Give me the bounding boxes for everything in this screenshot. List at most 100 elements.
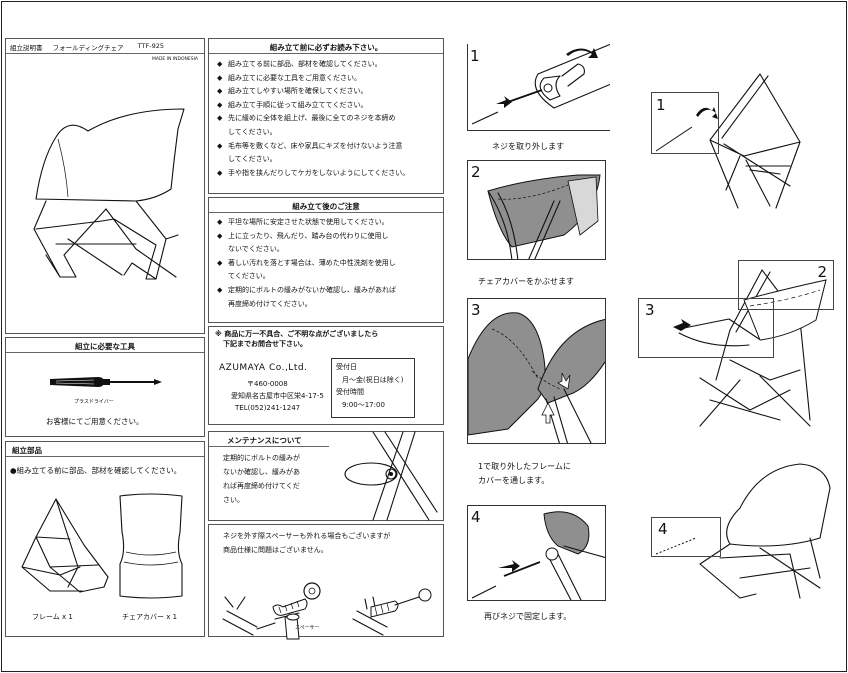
spacer-note-line-2: 商品仕様に問題はございません。 (223, 546, 328, 554)
right-step-1-inset (651, 92, 719, 154)
tool-name: プラスドライバー (74, 399, 114, 405)
step-3-caption-line-2: カバーを通します。 (478, 476, 550, 485)
screwdriver-icon (50, 377, 162, 387)
step-3-caption-line-1: 1で取り外したフレームに (478, 462, 571, 471)
main-card-header: 組立説明書 フォールディングチェア TTF-925 (6, 39, 204, 54)
after-care-item-text: 著しい汚れを落とす場合は、薄めた中性洗剤を使用し (228, 258, 396, 267)
read-first-item-3: ◆ 組み立てしやすい場所を確保してください。 (217, 85, 443, 99)
spacer-exploded-illustration (222, 582, 432, 640)
read-first-item-5-line-2: してください。 (217, 126, 443, 140)
parts-title: 組立部品 (6, 442, 204, 457)
read-first-bullet: ◆ (217, 60, 223, 68)
contact-section: ※ 商品に万一不具合、ご不明な点がございましたら 下記までお問合せ下さい。 AZ… (208, 326, 444, 425)
tools-section: 組立に必要な工具 プラスドライバー お客様にてご用意ください。 (5, 337, 205, 437)
step-3-panel (467, 298, 606, 444)
maintenance-line-3: れば再度締め付けてくだ (223, 482, 300, 490)
after-care-bullet (217, 298, 228, 312)
right-step-4-number: 4 (658, 520, 668, 538)
postal-code: 〒460-0008 (247, 380, 288, 388)
after-care-title: 組み立て後のご注意 (209, 198, 443, 213)
after-care-item-4-line-1: ◆定期的にボルトの緩みがないか確認し、緩みがあれば (217, 284, 443, 298)
read-first-bullet (217, 153, 228, 167)
right-step-3-inset: 3 (638, 298, 774, 358)
read-first-item-text: 組み立てに必要な工具をご用意ください。 (228, 73, 361, 82)
after-care-item-text: 再度締め付けてください。 (228, 299, 312, 308)
spacer-section: ネジを外す際スペーサーも外れる場合もございますが 商品仕様に問題はございません。… (208, 524, 444, 640)
read-first-item-1: ◆組み立てる前に部品、部材を確認してください。 (217, 58, 443, 72)
reception-day-label: 受付日 (336, 363, 357, 371)
maintenance-line-1: 定期的にボルトの緩みが (223, 454, 300, 462)
step-2-illustration (487, 174, 601, 259)
right-step-2-inset: 2 (738, 260, 834, 310)
read-first-item-text: 組み立てしやすい場所を確保してください。 (228, 87, 368, 96)
read-first-item-text: 先に緩めに全体を組上げ、最後に全てのネジを本締め (228, 114, 396, 123)
step-2-panel (467, 160, 606, 260)
tools-note: お客様にてご用意ください。 (46, 417, 144, 426)
read-first-bullet: ◆ (217, 87, 223, 96)
after-care-bullet: ◆ (217, 258, 223, 267)
after-care-item-2-line-1: ◆上に立ったり、飛んだり、踏み台の代わりに使用し (217, 230, 443, 244)
read-first-section: 組み立て前に必ずお読み下さい。 ◆組み立てる前に部品、部材を確認してください。◆… (208, 38, 444, 194)
after-care-item-text: ないでください。 (228, 245, 284, 254)
contact-note-line-2: 下記までお問合せ下さい。 (223, 340, 307, 348)
parts-note: ●組み立てる前に部品、部材を確認してください。 (10, 466, 182, 475)
parts-section: 組立部品 ●組み立てる前に部品、部材を確認してください。 フレーム x 1 チェ… (5, 441, 205, 637)
read-first-bullet: ◆ (217, 168, 223, 177)
main-chair-card: 組立説明書 フォールディングチェア TTF-925 MADE IN INDONE… (5, 38, 205, 334)
address: 愛知県名古屋市中区栄4-17-5 (231, 392, 324, 400)
chair-cover-part-illustration (119, 493, 183, 599)
after-care-bullet (217, 243, 228, 257)
step-1-illustration (471, 44, 610, 125)
company-name: AZUMAYA Co.,Ltd. (219, 363, 308, 373)
read-first-item-text: してください。 (228, 127, 277, 136)
step-3-illustration (468, 312, 605, 443)
step-4-caption: 再びネジで固定します。 (484, 612, 572, 621)
right-step-4-inset: 4 (651, 517, 721, 557)
manual-label: 組立説明書 (10, 44, 43, 52)
assembled-chair-illustration (699, 463, 831, 599)
read-first-item-text: 組み立て手順に従って組み立ててください。 (228, 100, 368, 109)
step-4-panel (467, 505, 606, 601)
read-first-bullet: ◆ (217, 100, 223, 109)
reception-time: 9:00～17:00 (342, 401, 385, 409)
after-care-bullet: ◆ (217, 285, 223, 294)
right-step-1-number: 1 (656, 96, 666, 114)
right-step-4-detail (655, 537, 697, 555)
read-first-item-5-line-1: ◆先に緩めに全体を組上げ、最後に全てのネジを本締め (217, 112, 443, 126)
read-first-item-6-line-2: してください。 (217, 153, 443, 167)
step-1-caption: ネジを取り外します (492, 142, 564, 151)
read-first-item-7: ◆ 手や指を挟んだりしてケガをしないようにしてください。 (217, 167, 443, 181)
step-4-illustration (471, 511, 605, 600)
read-first-bullet: ◆ (217, 73, 223, 82)
after-care-item-4-line-2: 再度締め付けてください。 (217, 298, 443, 312)
cover-part-label: チェアカバー x 1 (122, 613, 178, 621)
after-care-item-text: 上に立ったり、飛んだり、踏み台の代わりに使用し (228, 231, 389, 240)
after-care-item-3-line-1: ◆ 著しい汚れを落とす場合は、薄めた中性洗剤を使用し (217, 257, 443, 271)
read-first-bullet (217, 126, 228, 140)
read-first-item-text: 毛布等を敷くなど、床や家具にキズを付けないよう注意 (228, 141, 403, 150)
maintenance-title: メンテナンスについて (209, 432, 329, 447)
read-first-item-text: 手や指を挟んだりしてケガをしないようにしてください。 (228, 168, 410, 177)
after-care-item-text: てください。 (228, 272, 270, 281)
step-3-number: 3 (471, 301, 481, 319)
read-first-title: 組み立て前に必ずお読み下さい。 (209, 39, 443, 54)
read-first-bullet: ◆ (217, 141, 223, 150)
right-step-2-number: 2 (817, 263, 827, 281)
after-care-item-2-line-2: ないでください。 (217, 243, 443, 257)
maintenance-line-2: ないか確認し、緩みがあ (223, 468, 300, 476)
after-care-bullet: ◆ (217, 218, 223, 226)
read-first-item-6-line-1: ◆ 毛布等を敷くなど、床や家具にキズを付けないよう注意 (217, 140, 443, 154)
read-first-item-2: ◆ 組み立てに必要な工具をご用意ください。 (217, 72, 443, 86)
chair-cover-step-2-3-illustration (699, 269, 827, 427)
product-name: フォールディングチェア (52, 44, 124, 52)
bolt-joint-illustration (344, 431, 438, 521)
read-first-item-4: ◆ 組み立て手順に従って組み立ててください。 (217, 99, 443, 113)
after-care-list: ◆平坦な場所に安定させた状態で使用してください。◆上に立ったり、飛んだり、踏み台… (209, 213, 443, 311)
step-1-number: 1 (470, 47, 480, 65)
after-care-section: 組み立て後のご注意 ◆平坦な場所に安定させた状態で使用してください。◆上に立った… (208, 197, 444, 323)
spacer-label: スペーサー (295, 625, 320, 631)
reception-days: 月～金(祝日は除く) (342, 376, 404, 384)
product-code: TTF-925 (137, 42, 164, 50)
after-care-bullet (217, 270, 228, 284)
